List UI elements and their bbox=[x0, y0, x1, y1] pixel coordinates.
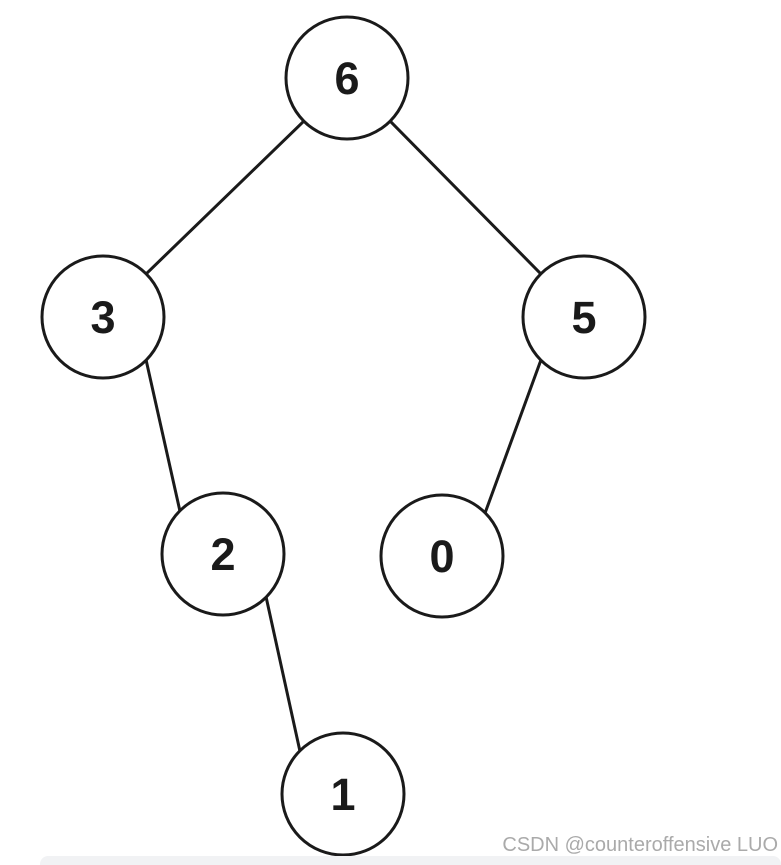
node-circle-1 bbox=[280, 731, 406, 857]
edge-6-5 bbox=[389, 120, 542, 275]
node-value-1: 1 bbox=[330, 769, 355, 820]
tree-node-2: 2 bbox=[160, 491, 286, 617]
node-value-3: 3 bbox=[90, 292, 115, 343]
edge-2-1 bbox=[264, 596, 302, 752]
node-value-6: 6 bbox=[334, 53, 359, 104]
node-value-0: 0 bbox=[429, 531, 454, 582]
tree-node-6: 6 bbox=[284, 15, 410, 141]
node-circle-2 bbox=[160, 491, 286, 617]
node-circle-5 bbox=[521, 254, 647, 380]
tree-node-3: 3 bbox=[40, 254, 166, 380]
tree-node-0: 0 bbox=[379, 493, 505, 619]
node-circle-3 bbox=[40, 254, 166, 380]
node-circle-6 bbox=[284, 15, 410, 141]
code-block-top-edge bbox=[40, 856, 781, 865]
node-value-2: 2 bbox=[210, 529, 235, 580]
node-circle-0 bbox=[379, 493, 505, 619]
edge-5-0 bbox=[483, 359, 543, 514]
node-value-5: 5 bbox=[571, 292, 596, 343]
tree-node-5: 5 bbox=[521, 254, 647, 380]
csdn-watermark: CSDN @counteroffensive LUO bbox=[502, 834, 778, 856]
tree-node-1: 1 bbox=[280, 731, 406, 857]
edge-3-2 bbox=[144, 359, 182, 512]
edge-6-3 bbox=[145, 120, 305, 275]
